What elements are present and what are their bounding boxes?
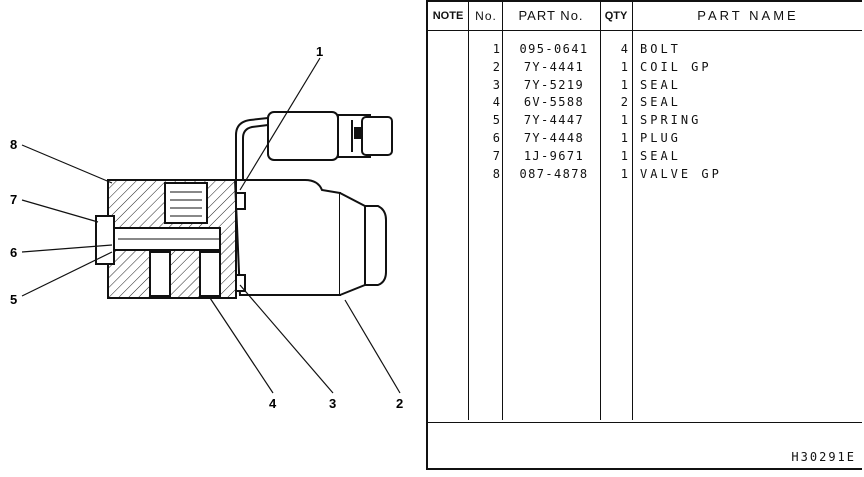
row-no: 6 [492, 131, 500, 145]
callout-3: 3 [329, 396, 336, 411]
row-no: 5 [492, 113, 500, 128]
parts-table: NOTE No. PART No. QTY PART NAME 1 095-064… [426, 0, 862, 470]
table-row: 3 7Y-5219 1 SEAL [428, 76, 862, 94]
callout-6: 6 [10, 245, 17, 260]
callout-1: 1 [316, 44, 323, 59]
row-part-no: 7Y-4448 [523, 131, 585, 145]
callout-2: 2 [396, 396, 403, 411]
row-no: 2 [492, 59, 500, 74]
row-qty: 4 [620, 42, 628, 56]
table-row: 4 6V-5588 2 SEAL [428, 93, 862, 111]
row-qty: 1 [620, 59, 628, 74]
row-part-no: 6V-5588 [523, 95, 585, 110]
row-part-no: 1J-9671 [523, 148, 585, 163]
table-row: 6 7Y-4448 1 PLUG [428, 129, 862, 147]
row-part-no: 087-4878 [519, 166, 589, 181]
row-part-no: 7Y-5219 [523, 77, 585, 92]
row-part-name: SPRING [640, 113, 702, 128]
row-part-name: VALVE GP [640, 166, 722, 181]
row-no: 7 [492, 148, 500, 163]
row-no: 3 [492, 77, 500, 92]
row-part-name: PLUG [640, 131, 681, 145]
row-part-name: BOLT [640, 42, 681, 56]
row-qty: 2 [620, 95, 628, 110]
row-part-name: SEAL [640, 77, 681, 92]
row-part-no: 7Y-4441 [523, 59, 585, 74]
row-qty: 1 [620, 113, 628, 128]
row-part-no: 7Y-4447 [523, 113, 585, 128]
drawing-code: H30291E [791, 450, 856, 464]
table-row: 7 1J-9671 1 SEAL [428, 147, 862, 165]
table-row: 8 087-4878 1 VALVE GP [428, 165, 862, 183]
row-part-name: COIL GP [640, 59, 712, 74]
row-qty: 1 [620, 148, 628, 163]
row-part-name: SEAL [640, 95, 681, 110]
row-no: 8 [492, 166, 500, 181]
table-row: 2 7Y-4441 1 COIL GP [428, 58, 862, 76]
row-no: 1 [492, 42, 500, 56]
header-no: No. [475, 9, 497, 23]
valve-block [95, 179, 246, 299]
row-qty: 1 [620, 77, 628, 92]
table-row: 1 095-0641 4 BOLT [428, 40, 862, 58]
coil-body [233, 179, 387, 296]
connector [235, 111, 393, 180]
callout-5: 5 [10, 292, 17, 307]
header-part-name: PART NAME [697, 8, 799, 23]
row-part-no: 095-0641 [519, 42, 589, 56]
row-qty: 1 [620, 166, 628, 181]
header-part-no: PART No. [518, 8, 584, 23]
callout-7: 7 [10, 192, 17, 207]
leader-lines [21, 57, 401, 394]
row-part-name: SEAL [640, 148, 681, 163]
header-qty: QTY [604, 10, 628, 22]
row-qty: 1 [620, 131, 628, 145]
row-no: 4 [492, 95, 500, 110]
callout-8: 8 [10, 137, 17, 152]
callout-4: 4 [269, 396, 277, 411]
solenoid-valve-drawing: 1 2 3 4 5 6 7 8 [10, 44, 403, 411]
table-row: 5 7Y-4447 1 SPRING [428, 111, 862, 129]
header-note: NOTE [432, 10, 464, 22]
